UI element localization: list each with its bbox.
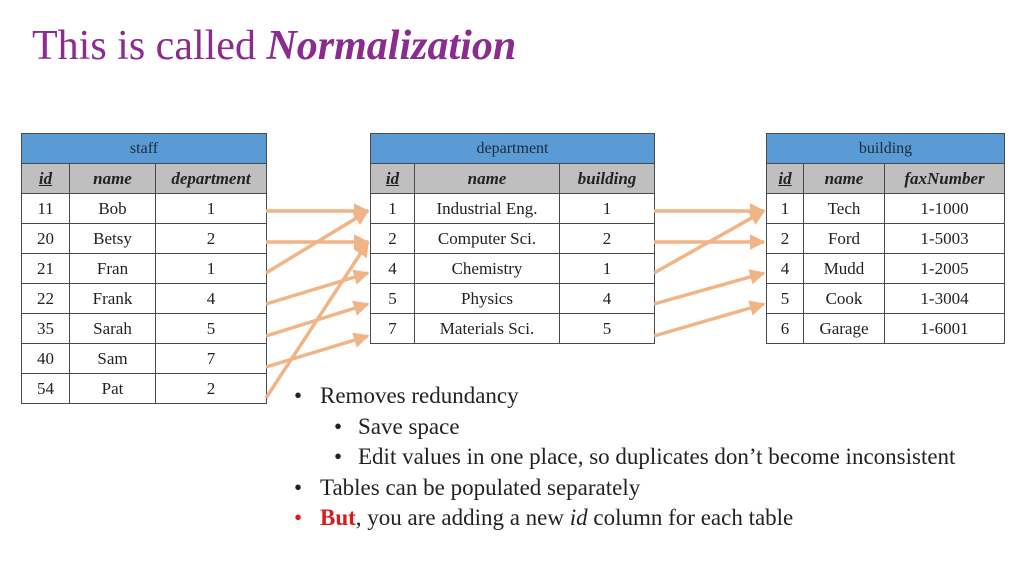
title-prefix: This is called bbox=[32, 23, 267, 69]
column-header: name bbox=[414, 163, 560, 194]
cell: Cook bbox=[803, 283, 885, 314]
arrow-staff-frank bbox=[265, 269, 370, 306]
bullet-dot: • bbox=[294, 474, 303, 500]
bullet-dot: • bbox=[334, 413, 343, 439]
page-title: This is called Normalization bbox=[32, 22, 516, 70]
cell: 21 bbox=[21, 253, 70, 284]
column-header: id bbox=[21, 163, 70, 194]
cell: 5 bbox=[766, 283, 804, 314]
cell: 22 bbox=[21, 283, 70, 314]
cell: Sarah bbox=[69, 313, 156, 344]
cell: 4 bbox=[766, 253, 804, 284]
column-header: faxNumber bbox=[884, 163, 1005, 194]
list-item-text: column for each table bbox=[587, 505, 794, 530]
cell: Garage bbox=[803, 313, 885, 344]
cell: Sam bbox=[69, 343, 156, 374]
title-emphasis: Normalization bbox=[266, 23, 517, 69]
cell: 1 bbox=[559, 193, 655, 224]
arrow-dept-phys bbox=[653, 269, 766, 306]
cell: Chemistry bbox=[414, 253, 560, 284]
bullet-dot: • bbox=[294, 383, 303, 408]
list-item-text: Removes redundancy bbox=[320, 383, 519, 408]
cell: 4 bbox=[155, 283, 267, 314]
column-header: department bbox=[155, 163, 267, 194]
bullet-list: • Removes redundancy • Save space • Edit va… bbox=[294, 381, 955, 534]
cell: Industrial Eng. bbox=[414, 193, 560, 224]
column-header: building bbox=[559, 163, 655, 194]
arrow-dept-mat bbox=[653, 300, 766, 338]
cell: Ford bbox=[803, 223, 885, 254]
cell: 1 bbox=[155, 193, 267, 224]
cell: 5 bbox=[559, 313, 655, 344]
highlight-text: But bbox=[320, 505, 356, 530]
cell: 2 bbox=[766, 223, 804, 254]
cell: 1-2005 bbox=[884, 253, 1005, 284]
cell: 1 bbox=[559, 253, 655, 284]
list-item-text: Save space bbox=[358, 413, 460, 439]
arrow-staff-fran bbox=[265, 209, 370, 275]
list-item-text: Edit values in one place, so duplicates … bbox=[358, 444, 956, 469]
cell: Materials Sci. bbox=[414, 313, 560, 344]
cell: 2 bbox=[155, 223, 267, 254]
arrow-staff-sam bbox=[265, 332, 370, 369]
list-item: • Tables can be populated separately bbox=[294, 473, 955, 504]
cell: Bob bbox=[69, 193, 156, 224]
list-item-text: , you are adding a new bbox=[355, 505, 570, 530]
cell: 1-6001 bbox=[884, 313, 1005, 344]
arrow-dept-chem bbox=[653, 209, 766, 275]
cell: 1-3004 bbox=[884, 283, 1005, 314]
column-header: id bbox=[766, 163, 804, 194]
list-item: • Edit values in one place, so duplicates… bbox=[294, 442, 955, 473]
cell: Betsy bbox=[69, 223, 156, 254]
bullet-dot: • bbox=[294, 505, 303, 530]
cell: Fran bbox=[69, 253, 156, 284]
list-item-text: Tables can be populated separately bbox=[320, 474, 641, 500]
cell: 2 bbox=[155, 373, 267, 404]
table-caption: building bbox=[766, 133, 1005, 164]
cell: 54 bbox=[21, 373, 70, 404]
arrow-staff-pat bbox=[264, 240, 370, 399]
table-caption: department bbox=[370, 133, 655, 164]
cell: 40 bbox=[21, 343, 70, 374]
list-item: • But, you are adding a new id column for… bbox=[294, 503, 955, 534]
cell: 5 bbox=[370, 283, 415, 314]
cell: 7 bbox=[370, 313, 415, 344]
list-item: • Save space bbox=[294, 412, 955, 443]
list-item-text-italic: id bbox=[569, 505, 588, 530]
cell: 2 bbox=[370, 223, 415, 254]
list-item: • Removes redundancy bbox=[294, 381, 955, 412]
column-header: id bbox=[370, 163, 415, 194]
table-caption: staff bbox=[21, 133, 267, 164]
cell: 1 bbox=[370, 193, 415, 224]
cell: 7 bbox=[155, 343, 267, 374]
column-header: name bbox=[69, 163, 156, 194]
cell: Frank bbox=[69, 283, 156, 314]
cell: 11 bbox=[21, 193, 70, 224]
column-header: name bbox=[803, 163, 885, 194]
bullet-dot: • bbox=[334, 444, 343, 469]
